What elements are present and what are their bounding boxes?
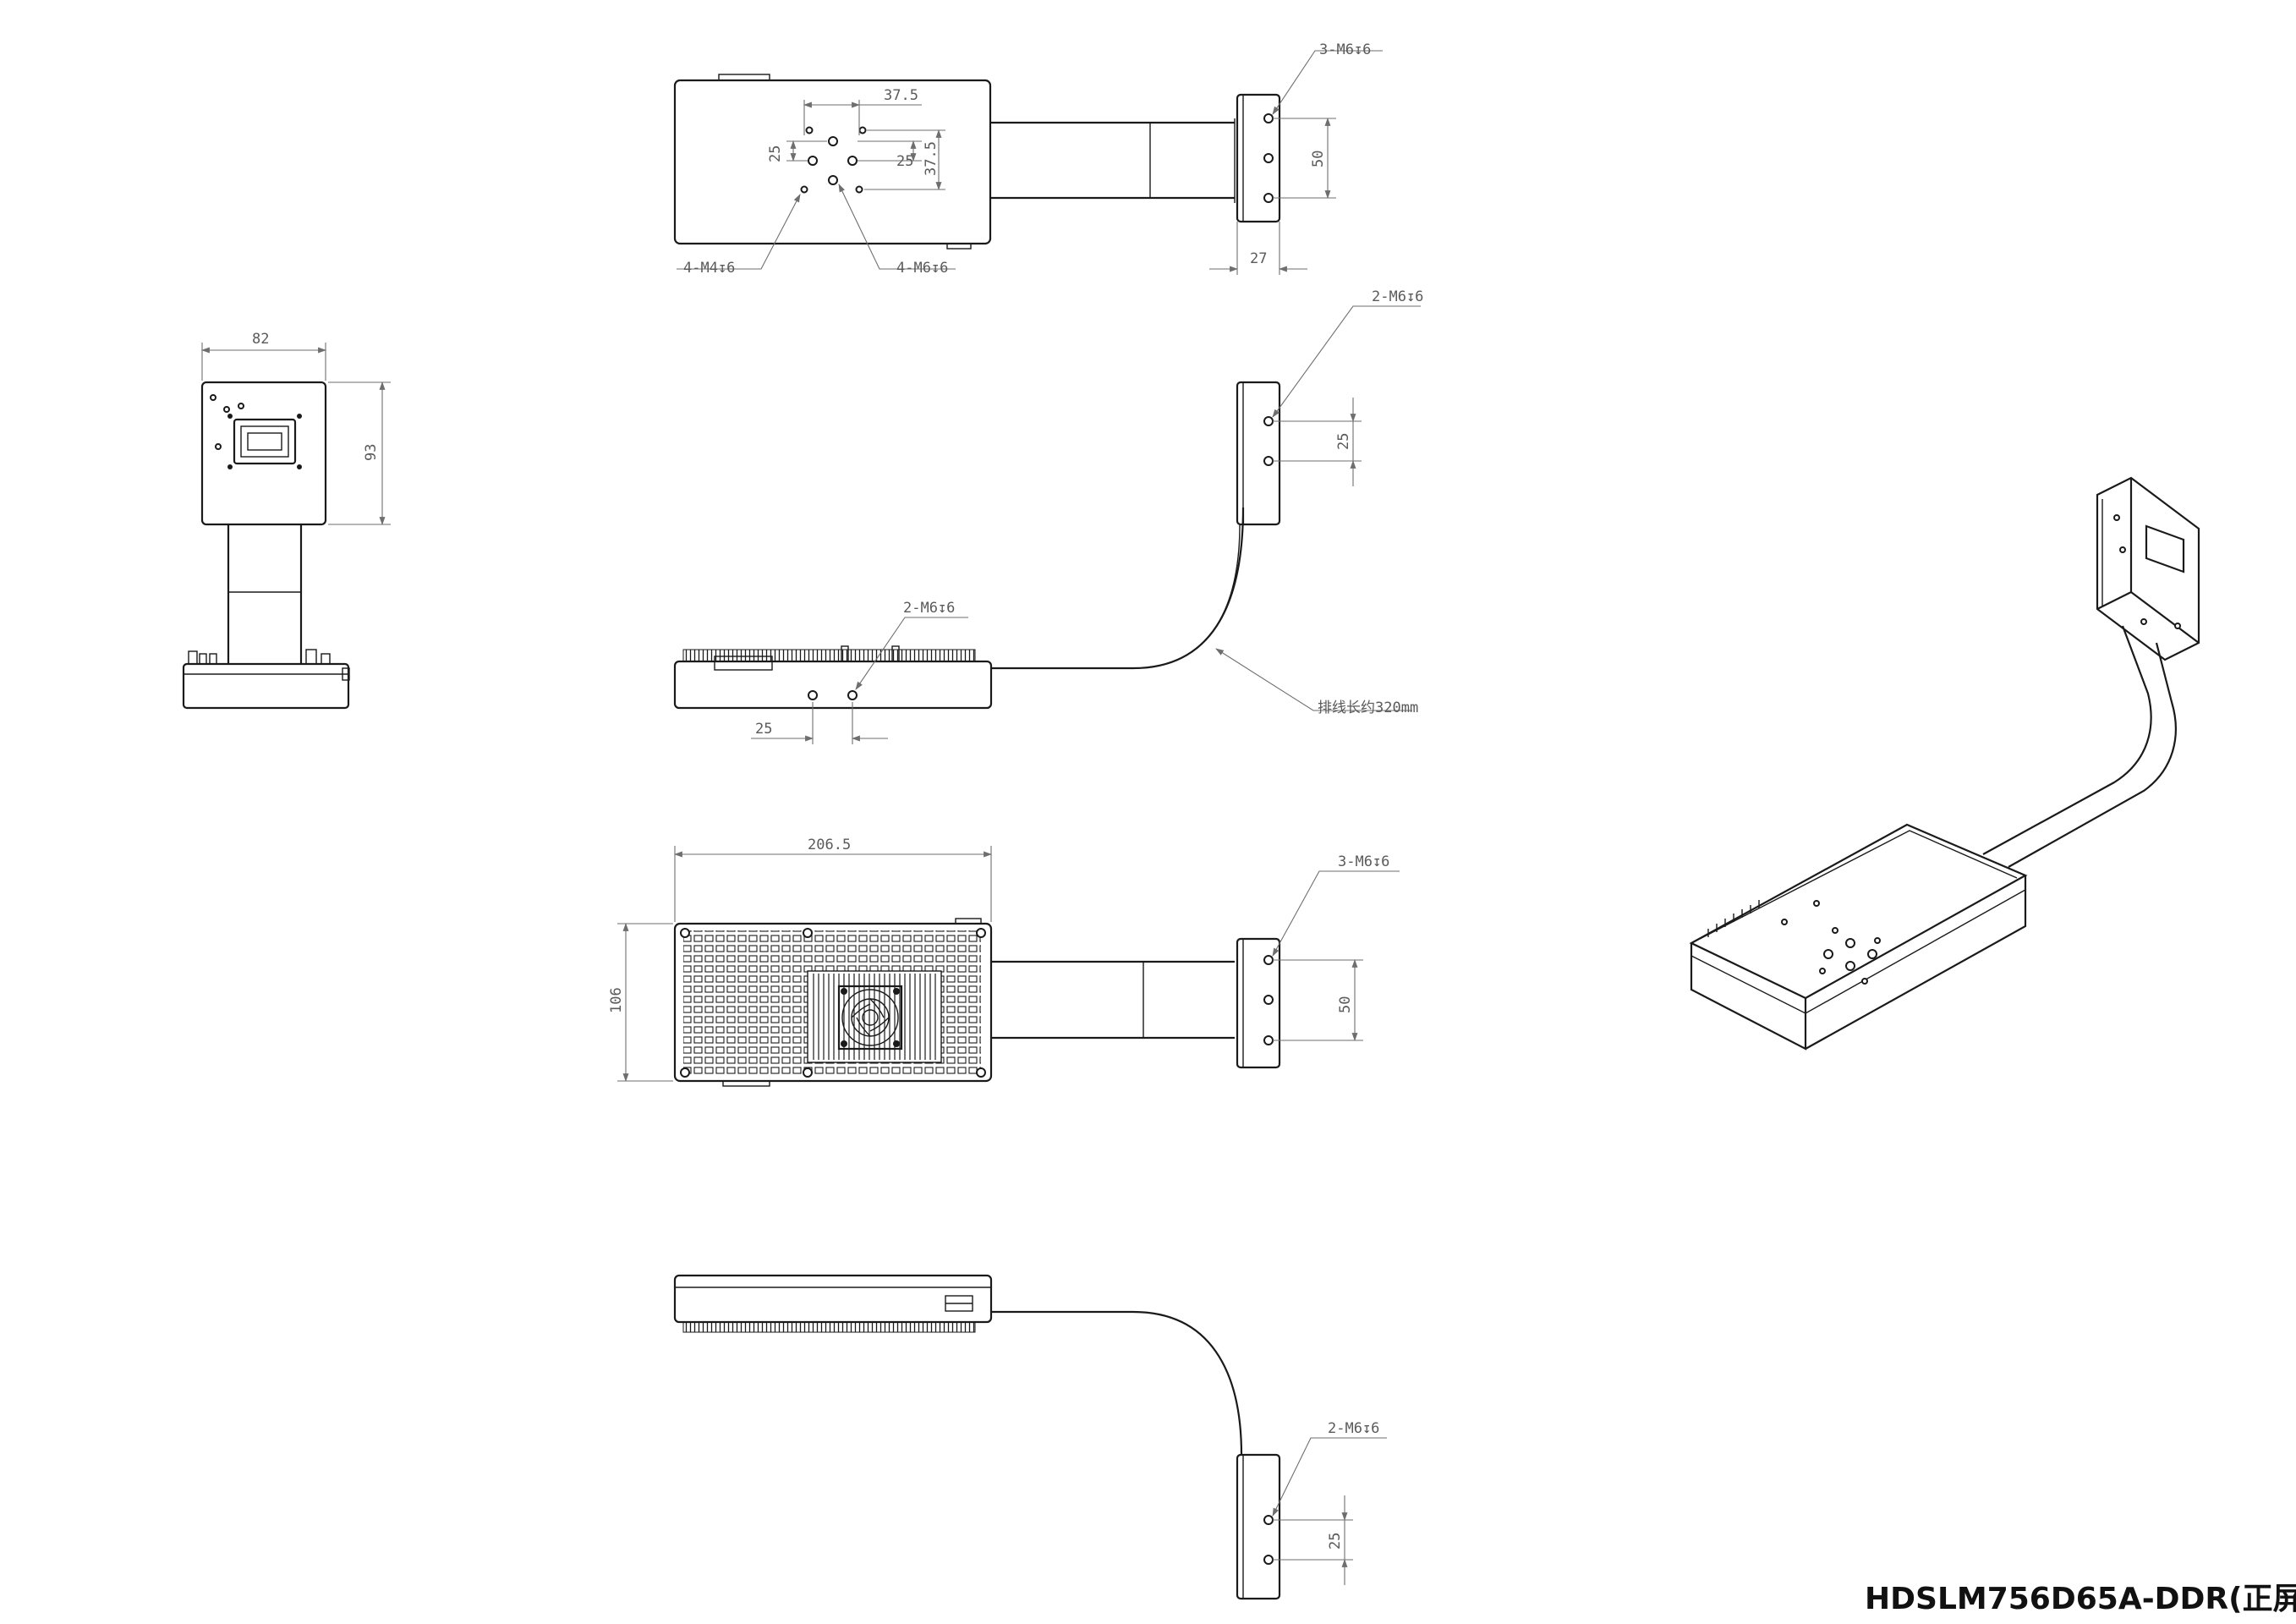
side-view-dimensions [751,305,1421,744]
dim-106: 106 [608,987,625,1013]
bottom-view-sensor-head [1236,937,1281,1069]
side-view-lower: 2-M6↧6 25 [673,1274,1387,1600]
side-view-housing [673,660,993,710]
side-view: 2-M6↧6 25 2-M6↧6 25 排线长约320mm [673,288,1423,744]
top-view-sensor-head [1236,93,1281,223]
dim-37-5-vertical: 37.5 [923,141,940,176]
dim-25-body: 25 [755,721,772,738]
dim-82: 82 [252,331,269,348]
note-4-m4: 4-M4↧6 [683,260,735,277]
side-view-lower-housing [673,1274,993,1324]
dim-37-5-horizontal: 37.5 [884,87,918,104]
side-view-lower-sensor-head [1236,1453,1281,1600]
side-view-fins [682,649,976,662]
end-view-sensor-window [233,418,297,465]
side-view-lower-flex-cable [991,1310,1243,1456]
top-view-flex-cable [990,121,1235,200]
bottom-view-fan [837,985,903,1051]
dim-25-lower: 25 [1327,1533,1344,1550]
top-view: 37.5 37.5 25 25 4-M4↧6 4-M6↧6 3-M6↧6 50 … [673,41,1383,277]
top-view-housing [673,79,992,245]
dim-25-head: 25 [1335,433,1352,450]
note-4-m6: 4-M6↧6 [896,260,948,277]
iso-housing-top [1689,823,2028,1000]
side-view-flex-cable [991,507,1245,670]
note-head-3-m6: 3-M6↧6 [1319,41,1371,58]
iso-sensor-window [2145,524,2185,573]
end-view-sensor-plate [200,381,327,526]
dim-25-horizontal: 25 [896,153,913,170]
dim-25-vertical: 25 [767,145,784,162]
dim-50: 50 [1310,151,1327,167]
top-view-dimensions [677,50,1383,275]
note-head-2-m6: 2-M6↧6 [1372,288,1423,305]
side-view-lower-fins [682,1321,976,1333]
top-view-mounting-holes [800,126,867,194]
iso-flex-cable [1982,625,2152,855]
end-view-dimensions [201,343,391,525]
dim-93: 93 [363,444,380,461]
note-body-2-m6: 2-M6↧6 [903,600,955,617]
dim-27: 27 [1250,250,1267,267]
bottom-view-dimensions [617,846,1400,1082]
note-bottom-3-m6: 3-M6↧6 [1338,853,1389,870]
bottom-view-flex-cable [991,960,1235,1040]
side-view-sensor-head [1236,381,1281,526]
bottom-view: 206.5 106 3-M6↧6 50 [608,837,1400,1087]
end-view: 82 93 [182,331,391,710]
cable-length-note: 排线长约320mm [1318,700,1418,716]
note-lower-2-m6: 2-M6↧6 [1328,1420,1379,1437]
end-view-base [182,662,350,710]
dim-206-5: 206.5 [808,837,851,853]
drawing-title: HDSLM756D65A-DDR(正屏) [1865,1582,2296,1616]
side-view-lower-dimensions [1272,1437,1387,1585]
dim-50-bottom: 50 [1337,996,1354,1013]
isometric-view [1689,476,2200,1051]
bottom-view-housing [673,922,993,1083]
